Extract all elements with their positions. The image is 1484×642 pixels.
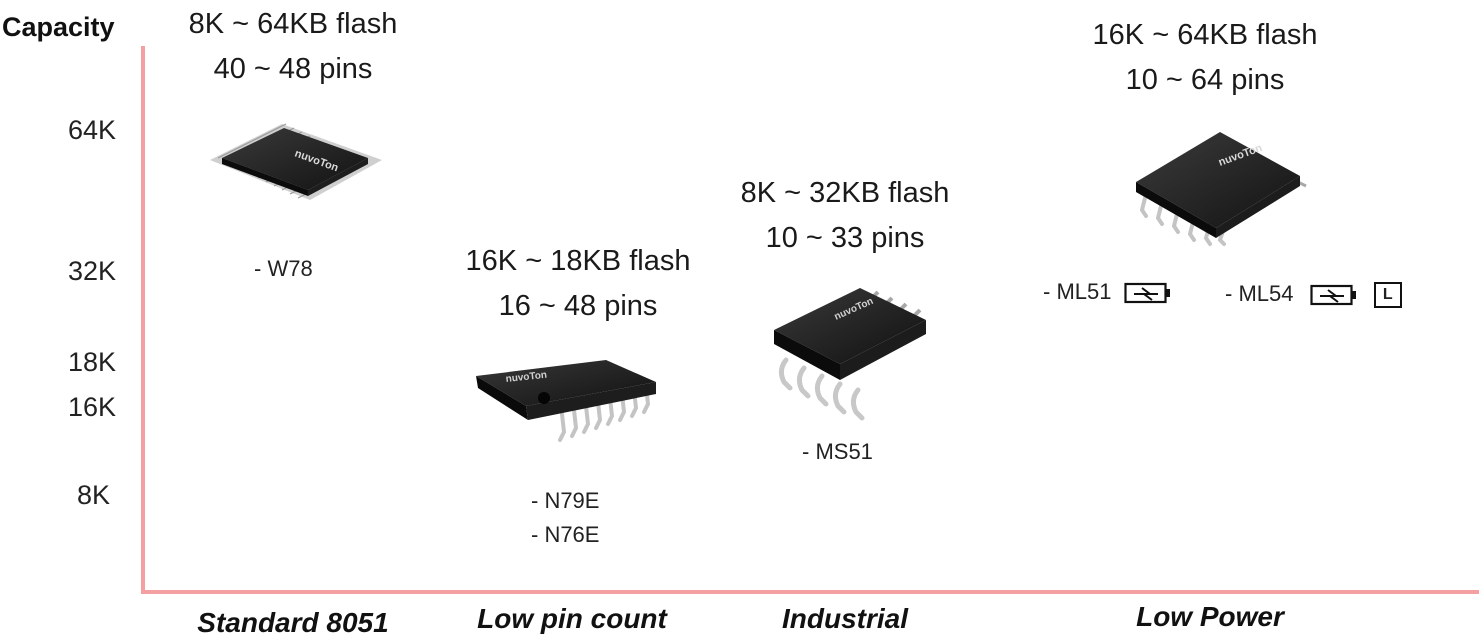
y-axis-title: Capacity: [2, 12, 115, 42]
spec-flash: 16K ~ 64KB flash: [1092, 19, 1318, 51]
model-n79e: - N79E: [531, 488, 600, 513]
spec-flash: 8K ~ 64KB flash: [188, 8, 398, 40]
spec-industrial: 8K ~ 32KB flash 10 ~ 33 pins: [695, 171, 995, 261]
model-ml51-group: - ML51: [1043, 279, 1172, 306]
spec-flash: 8K ~ 32KB flash: [740, 177, 950, 209]
models-low-pin-count: - N79E - N76E: [531, 484, 599, 552]
y-axis-line: [141, 46, 145, 594]
battery-icon: [1124, 283, 1170, 304]
spec-standard-8051: 8K ~ 64KB flash 40 ~ 48 pins: [143, 2, 443, 92]
spec-pins: 10 ~ 33 pins: [765, 222, 925, 254]
model-ml51: - ML51: [1043, 279, 1112, 304]
sop-chip-icon: nuvoTon: [774, 288, 926, 421]
spec-pins: 16 ~ 48 pins: [498, 290, 658, 322]
spec-pins: 10 ~ 64 pins: [1125, 64, 1285, 96]
y-tick-18k: 18K: [67, 347, 116, 377]
category-low-power: Low Power: [1136, 601, 1284, 632]
model-w78: - W78: [254, 256, 313, 281]
y-tick-64k: 64K: [67, 115, 116, 145]
y-tick-32k: 32K: [67, 256, 116, 286]
model-n76e: - N76E: [531, 522, 600, 547]
spec-flash: 16K ~ 18KB flash: [465, 245, 691, 277]
battery-icon: [1310, 285, 1356, 306]
model-ml54: - ML54: [1225, 281, 1294, 306]
spec-low-power: 16K ~ 64KB flash 10 ~ 64 pins: [1055, 13, 1355, 103]
category-standard-8051: Standard 8051: [197, 607, 389, 638]
category-low-pin-count: Low pin count: [477, 603, 667, 634]
spec-low-pin-count: 16K ~ 18KB flash 16 ~ 48 pins: [428, 239, 728, 329]
y-tick-8k: 8K: [76, 480, 110, 510]
l-badge: L: [1373, 282, 1402, 309]
svg-text:nuvoTon: nuvoTon: [505, 370, 547, 385]
tssop-chip-icon: nuvoTon: [476, 360, 656, 442]
spec-pins: 40 ~ 48 pins: [213, 53, 373, 85]
qfp-chip-icon: nuvoTon: [210, 123, 382, 200]
category-industrial: Industrial: [781, 603, 908, 634]
y-tick-16k: 16K: [67, 392, 116, 422]
tssop-chip-icon: nuvoTon: [1136, 132, 1307, 246]
model-ms51: - MS51: [802, 439, 873, 464]
model-ml54-group: - ML54 L: [1225, 281, 1402, 309]
x-axis-line: [141, 590, 1479, 594]
